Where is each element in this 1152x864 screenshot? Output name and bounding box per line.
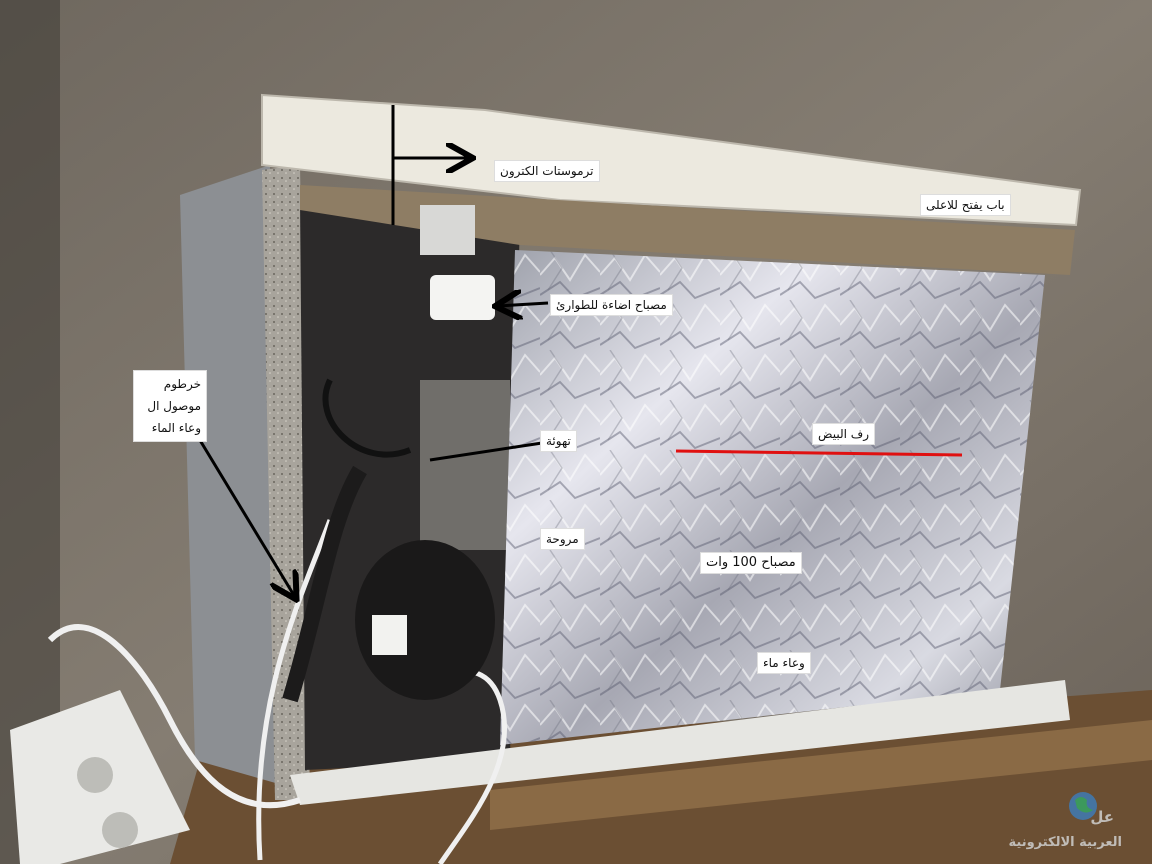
- label-water-container: وعاء ماء: [757, 652, 811, 674]
- watermark-text: العربية الالكترونية: [1008, 835, 1122, 850]
- fan: [355, 540, 495, 700]
- hose-arrow: [193, 431, 295, 597]
- white-cable: [256, 519, 333, 861]
- bottom-tray: [290, 680, 1070, 805]
- ventilation-arrow: [429, 441, 543, 462]
- table-edge: [490, 720, 1152, 830]
- label-hose: خرطوم موصول ال وعاء الماء: [133, 370, 207, 442]
- socket-hole: [77, 757, 113, 793]
- lamp-bracket: [420, 205, 475, 255]
- label-fan: مروحة: [540, 528, 585, 550]
- connector-block: [372, 615, 407, 655]
- incubator-lid: [261, 93, 1082, 227]
- lid-underside: [300, 185, 1075, 275]
- label-emergency-lamp: مصباح اضاءة للطوارئ: [550, 294, 673, 316]
- hose: [282, 465, 367, 703]
- label-egg-shelf: رف البيض: [812, 423, 875, 445]
- label-lamp-100w: مصباح 100 وات: [700, 552, 802, 574]
- label-door: باب يفتح للاعلى: [920, 194, 1011, 216]
- white-cable: [47, 624, 301, 809]
- label-ventilation: تهوئة: [540, 430, 577, 452]
- label-thermostat: ترموستات الكترون: [494, 160, 600, 182]
- black-cable: [322, 378, 412, 458]
- lamp-socket: [430, 275, 495, 320]
- globe-land: [1075, 797, 1093, 813]
- inner-back-panel: [420, 380, 510, 550]
- lamp-arrow: [498, 303, 549, 306]
- socket-hole: [102, 812, 138, 848]
- egg-shelf-line: [675, 449, 963, 457]
- watermark-logo-glyph: عل: [1090, 808, 1114, 826]
- foil-texture: [500, 250, 1045, 745]
